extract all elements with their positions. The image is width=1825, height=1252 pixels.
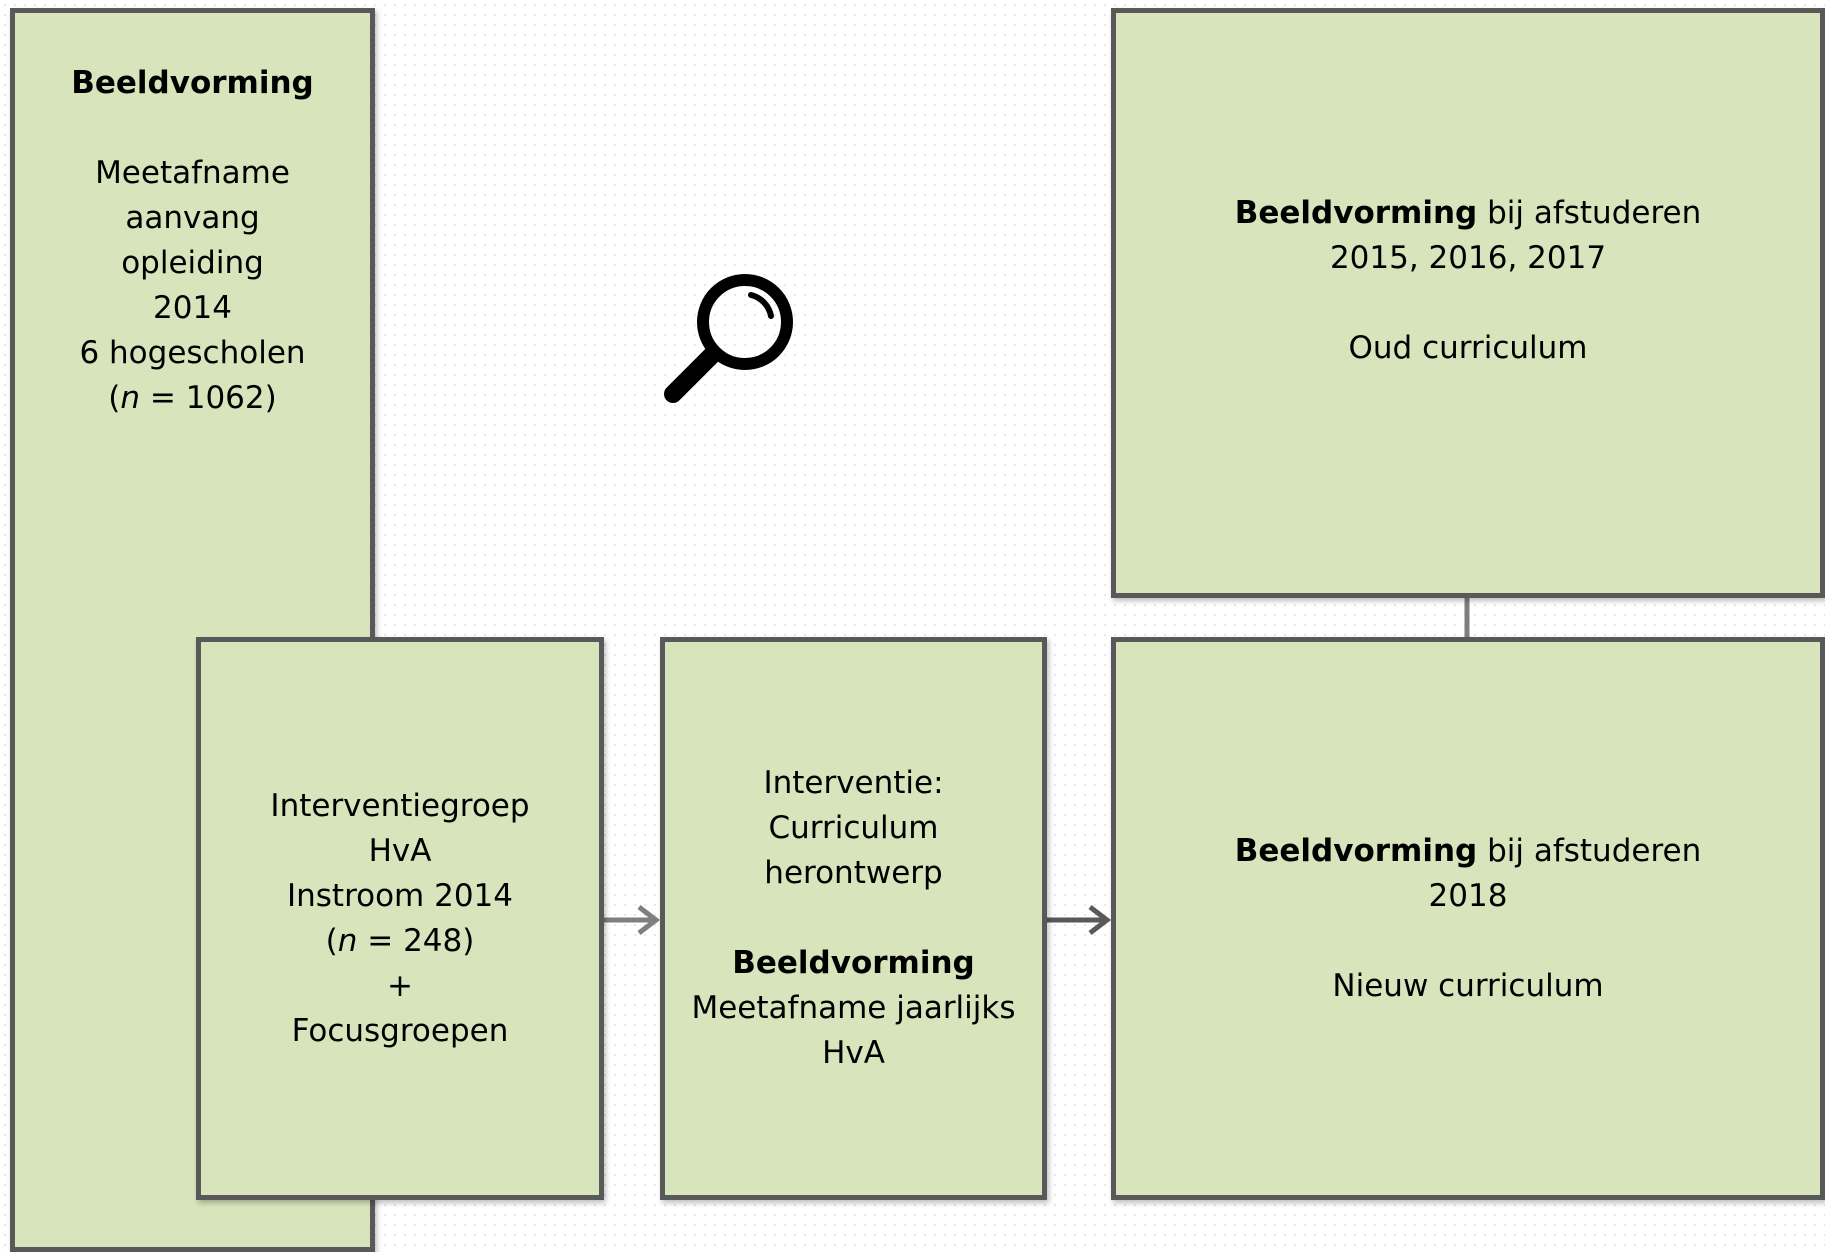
old-curriculum-years: 2015, 2016, 2017 — [1329, 239, 1607, 276]
intervention-line-2: Curriculum — [768, 810, 939, 846]
arrow-intervention-to-new-curriculum — [1047, 905, 1112, 935]
intervention-group-sample-size: (n = 248) — [325, 922, 475, 959]
baseline-sample-size: (n = 1062) — [108, 380, 277, 416]
new-curriculum-years: 2018 — [1428, 877, 1508, 914]
magnifying-glass-icon — [664, 274, 793, 403]
baseline-line-3: opleiding — [121, 245, 264, 281]
old-curriculum-box: Beeldvorming bij afstuderen 2015, 2016, … — [1111, 8, 1825, 598]
old-curriculum-heading: Beeldvorming bij afstuderen — [1234, 194, 1702, 231]
intervention-group-plus: + — [387, 967, 413, 1004]
intervention-box: Interventie: Curriculum herontwerp Beeld… — [660, 637, 1047, 1200]
new-curriculum-box: Beeldvorming bij afstuderen 2018 Nieuw c… — [1111, 637, 1825, 1200]
intervention-line-4: Meetafname jaarlijks — [691, 990, 1016, 1026]
arrow-group-to-intervention — [604, 905, 661, 935]
intervention-group-line-3: Instroom 2014 — [286, 877, 514, 914]
baseline-title: Beeldvorming — [71, 65, 314, 101]
baseline-line-1: Meetafname — [95, 155, 290, 191]
intervention-group-line-2: HvA — [368, 832, 432, 869]
old-curriculum-label: Oud curriculum — [1348, 329, 1588, 366]
new-curriculum-label: Nieuw curriculum — [1332, 967, 1604, 1004]
intervention-line-3: herontwerp — [764, 855, 943, 891]
intervention-title: Beeldvorming — [732, 945, 975, 981]
baseline-schools: 6 hogescholen — [79, 335, 306, 371]
intervention-group-focus-groups: Focusgroepen — [291, 1012, 509, 1049]
intervention-group-line-1: Interventiegroep — [270, 787, 530, 824]
baseline-year: 2014 — [153, 290, 232, 326]
baseline-line-2: aanvang — [125, 200, 260, 236]
intervention-line-5: HvA — [822, 1035, 885, 1071]
new-curriculum-heading: Beeldvorming bij afstuderen — [1234, 832, 1702, 869]
intervention-group-box: Interventiegroep HvA Instroom 2014 (n = … — [196, 637, 604, 1200]
intervention-line-1: Interventie: — [763, 765, 944, 801]
